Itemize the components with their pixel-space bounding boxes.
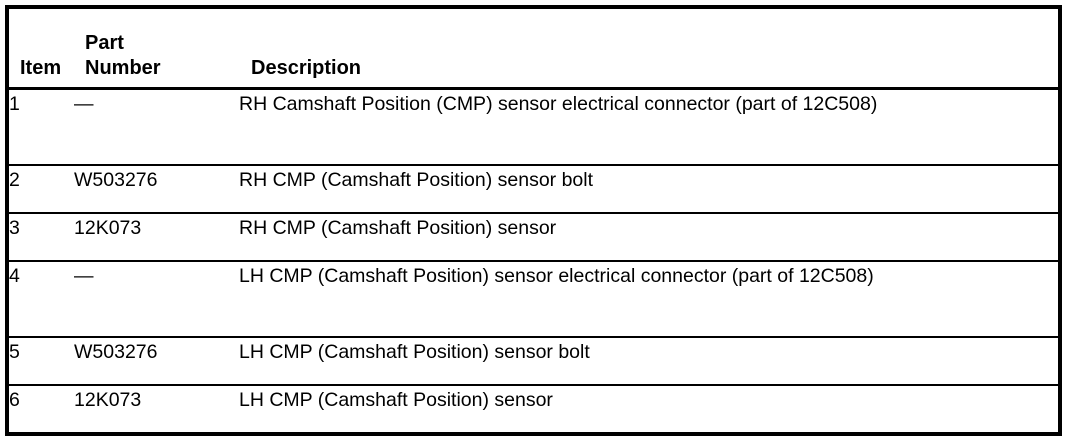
cell-description: RH CMP (Camshaft Position) sensor (239, 212, 1060, 261)
cell-description: LH CMP (Camshaft Position) sensor electr… (239, 260, 1060, 337)
table-body: 1 — RH Camshaft Position (CMP) sensor el… (7, 89, 1060, 434)
column-header-part-number-label: Part Number (85, 32, 161, 79)
cell-description: LH CMP (Camshaft Position) sensor (239, 384, 1060, 434)
cell-description: LH CMP (Camshaft Position) sensor bolt (239, 336, 1060, 385)
column-header-item: Item (7, 7, 74, 90)
cell-description: RH Camshaft Position (CMP) sensor electr… (239, 93, 878, 115)
cell-part-number: — (74, 93, 94, 115)
table-row: 3 12K073 RH CMP (Camshaft Position) sens… (7, 212, 1060, 261)
table-row: 1 — RH Camshaft Position (CMP) sensor el… (7, 89, 1060, 166)
cell-part-number: 12K073 (74, 384, 239, 434)
table-row: 6 12K073 LH CMP (Camshaft Position) sens… (7, 384, 1060, 434)
table-header: Item Part Number Description (7, 7, 1060, 90)
cell-item: 4 (7, 260, 74, 337)
cell-item: 6 (7, 384, 74, 434)
cell-description: RH CMP (Camshaft Position) sensor bolt (239, 164, 1060, 213)
column-header-part-number: Part Number (74, 7, 239, 90)
table-row: 5 W503276 LH CMP (Camshaft Position) sen… (7, 336, 1060, 385)
table-row: 2 W503276 RH CMP (Camshaft Position) sen… (7, 164, 1060, 213)
cell-item: 1 (9, 93, 20, 115)
cell-item: 2 (7, 164, 74, 213)
cell-item: 3 (7, 212, 74, 261)
cell-part-number: W503276 (74, 164, 239, 213)
cell-part-number: — (74, 260, 239, 337)
cell-part-number: 12K073 (74, 212, 239, 261)
table-header-row: Item Part Number Description (7, 7, 1060, 90)
column-header-description-label: Description (251, 57, 362, 79)
parts-table: Item Part Number Description 1 — RH Cams… (5, 5, 1062, 436)
column-header-item-label: Item (20, 57, 62, 79)
table-row: 4 — LH CMP (Camshaft Position) sensor el… (7, 260, 1060, 337)
column-header-description: Description (239, 7, 1060, 90)
cell-item: 5 (7, 336, 74, 385)
cell-part-number: W503276 (74, 336, 239, 385)
